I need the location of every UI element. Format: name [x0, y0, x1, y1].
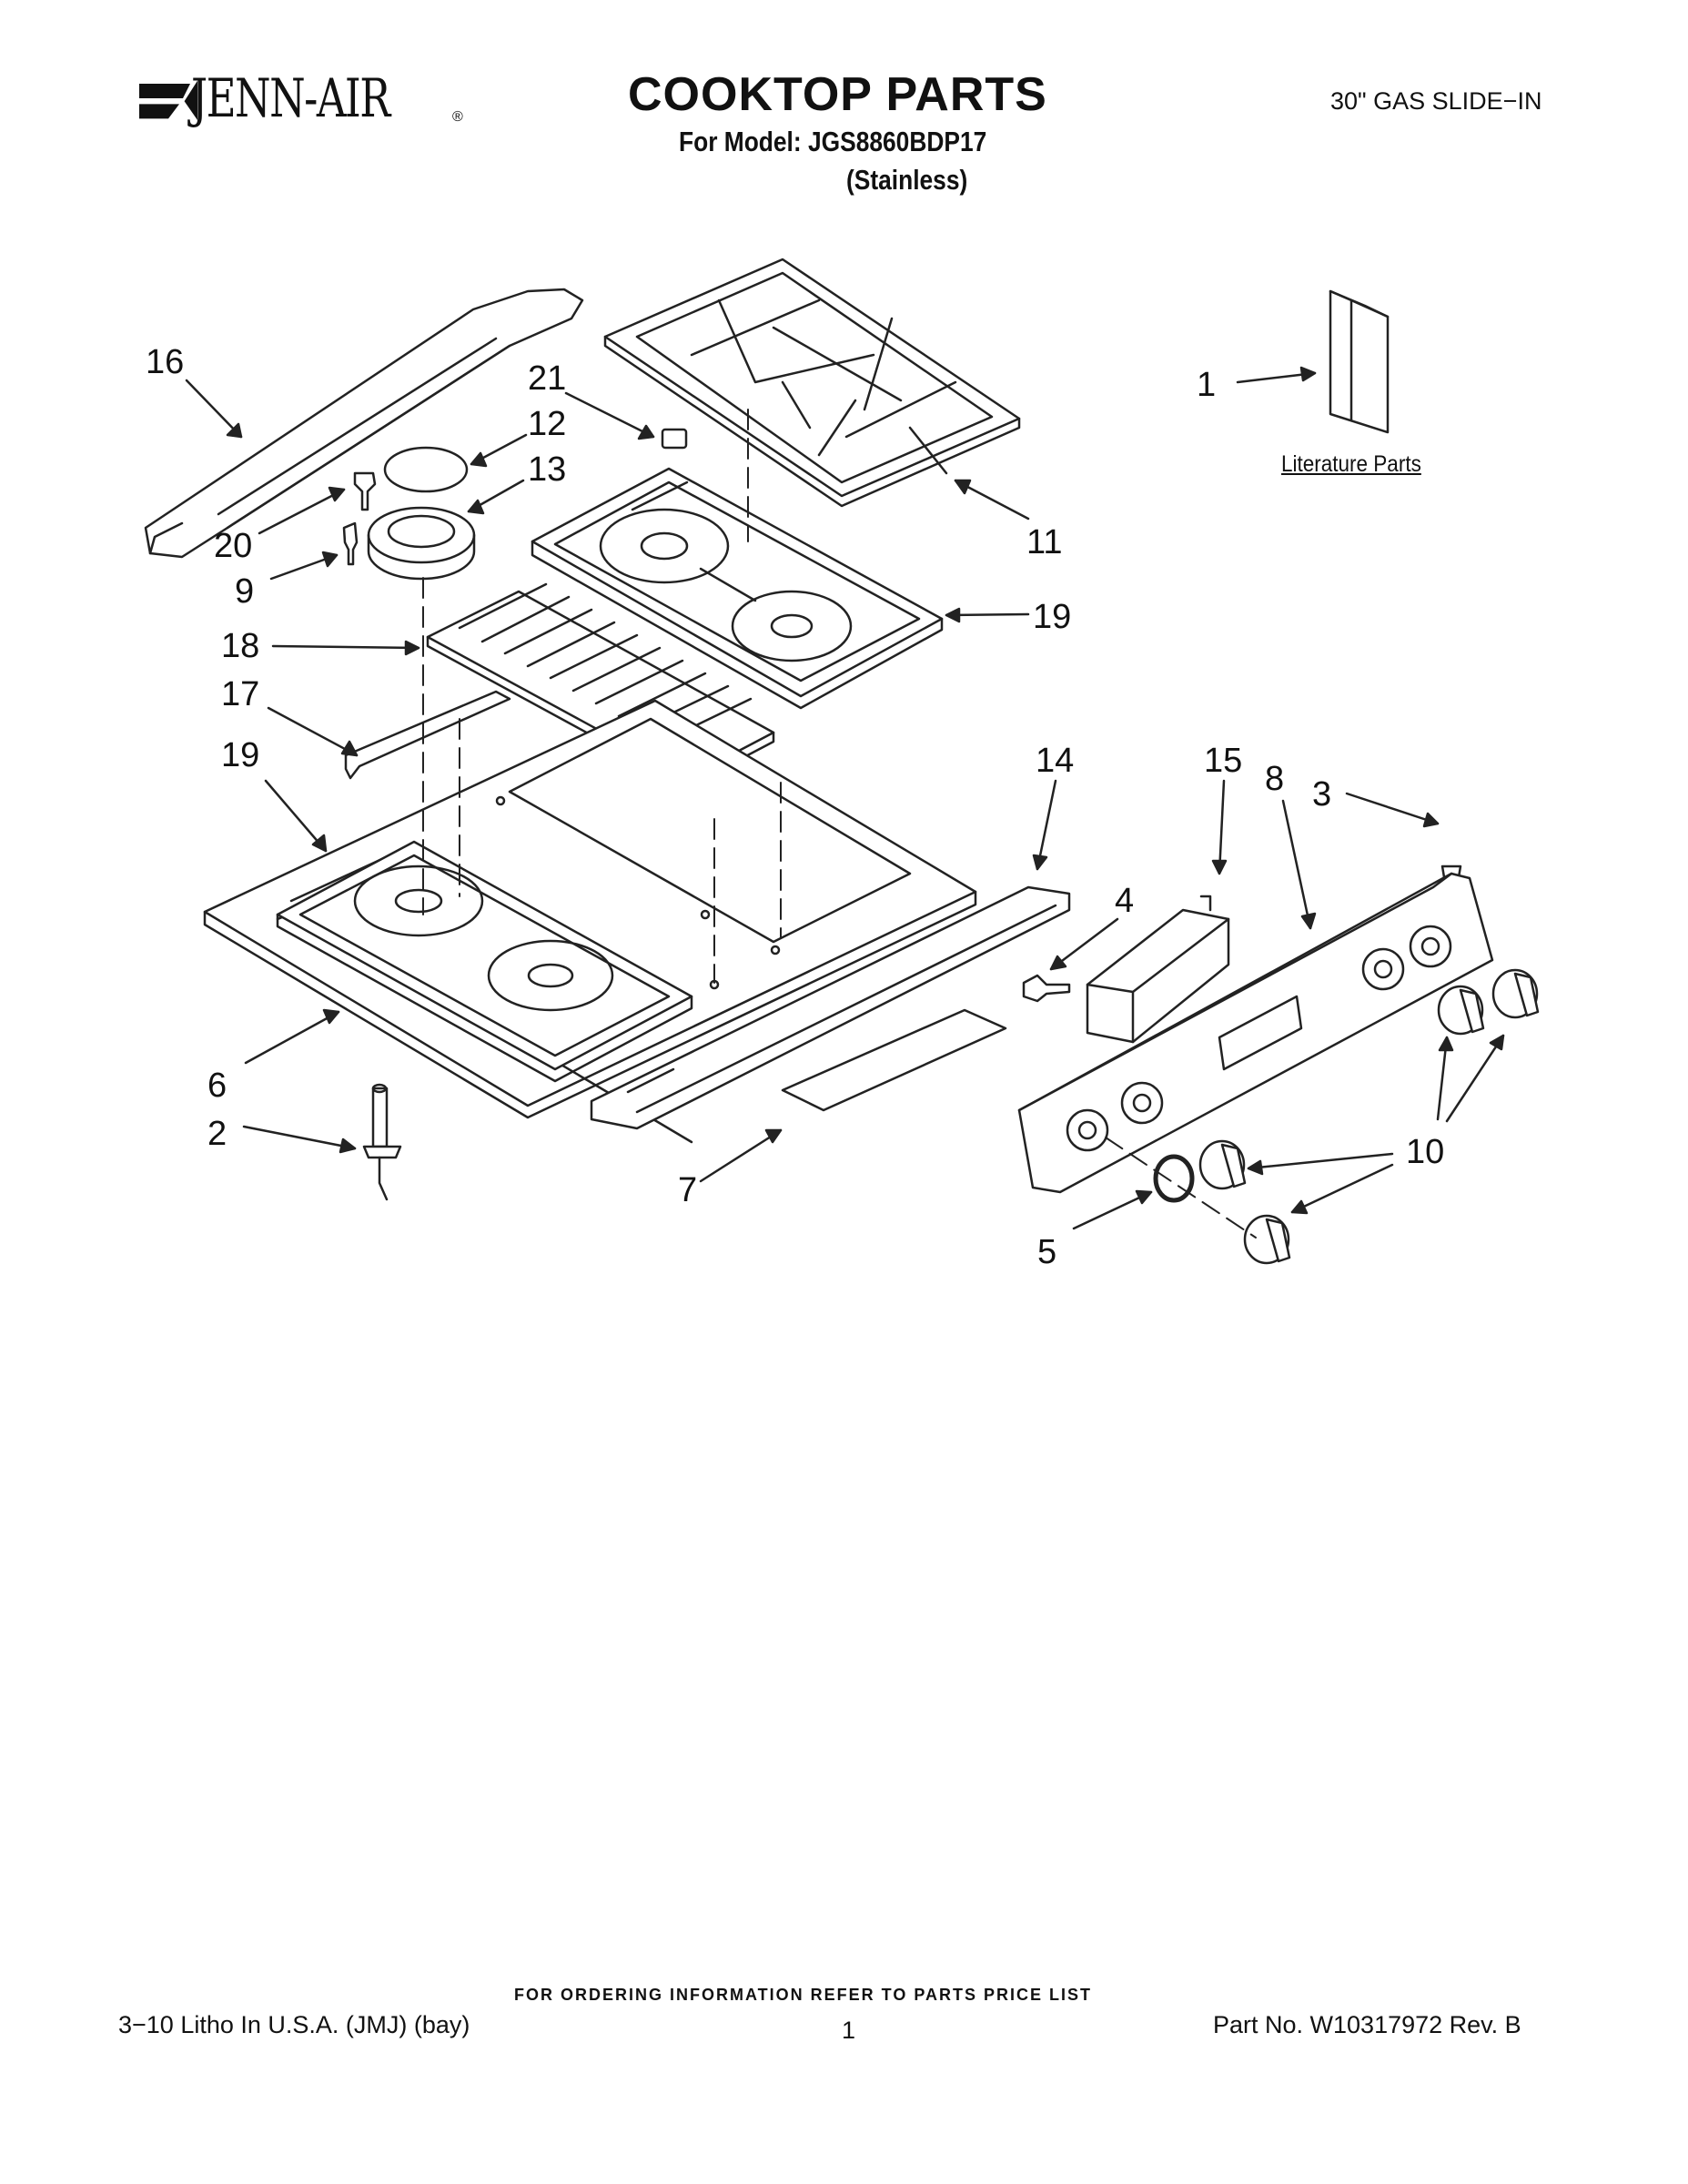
- part-knob: [1198, 968, 1540, 1265]
- part-igniter: [362, 1083, 402, 1201]
- part-rear-trim: [144, 288, 584, 559]
- callout-15: 15: [1204, 742, 1242, 780]
- page-title: COOKTOP PARTS: [628, 68, 1047, 121]
- callout-3: 3: [1312, 775, 1331, 814]
- brand-logo-icon: [139, 80, 197, 120]
- part-electrode-9: [342, 521, 359, 566]
- callout-6: 6: [207, 1067, 227, 1105]
- literature-parts-label: Literature Parts: [1281, 451, 1421, 477]
- part-bracket-17: [344, 690, 511, 780]
- brand-registered-mark: ®: [452, 109, 463, 125]
- part-control-panel: [1017, 872, 1494, 1194]
- callout-14: 14: [1036, 742, 1074, 780]
- callout-8: 8: [1265, 760, 1284, 798]
- callout-labels: 16 21 12 13 20 9 18 17 19 11 19 1 14 15 …: [146, 343, 1444, 1271]
- callout-17: 17: [221, 675, 259, 713]
- part-burner-cap: [383, 446, 469, 493]
- callout-5: 5: [1037, 1233, 1056, 1271]
- callout-19-lower: 19: [221, 736, 259, 774]
- model-number: For Model: JGS8860BDP17: [679, 126, 987, 157]
- part-burner-pan-upper: [531, 467, 944, 710]
- callout-10: 10: [1406, 1133, 1444, 1171]
- part-burner-pan-lower: [276, 840, 693, 1083]
- page-number: 1: [842, 2017, 856, 2044]
- part-heat-shield: [781, 1008, 1007, 1112]
- callout-9: 9: [235, 572, 254, 611]
- product-type: 30" GAS SLIDE−IN: [1330, 87, 1542, 115]
- callout-7: 7: [678, 1171, 697, 1209]
- callout-13: 13: [528, 450, 566, 489]
- litho-info: 3−10 Litho In U.S.A. (JMJ) (bay): [118, 2011, 470, 2038]
- model-finish: (Stainless): [846, 164, 968, 196]
- ordering-note: FOR ORDERING INFORMATION REFER TO PARTS …: [514, 1986, 1093, 2004]
- part-literature-book: [1329, 289, 1390, 434]
- callout-1: 1: [1197, 366, 1216, 404]
- part-screw-4: [1022, 974, 1071, 1003]
- callout-leader-lines: [185, 366, 1505, 1230]
- callout-19-upper: 19: [1033, 598, 1071, 636]
- callout-20: 20: [214, 527, 252, 565]
- callout-21: 21: [528, 359, 566, 398]
- callout-12: 12: [528, 405, 566, 443]
- part-burner-head: [367, 506, 476, 581]
- part-grate: [603, 258, 1021, 508]
- part-front-rail: [590, 885, 1071, 1130]
- callout-4: 4: [1115, 882, 1134, 920]
- part-number: Part No. W10317972 Rev. B: [1213, 2011, 1521, 2038]
- part-clip: [661, 428, 688, 450]
- callout-18: 18: [221, 627, 259, 665]
- callout-11: 11: [1026, 523, 1062, 561]
- part-control-board: [1086, 895, 1230, 1044]
- part-ring-seal: [1153, 1154, 1195, 1203]
- brand-name: JENN-AIR: [191, 67, 390, 129]
- part-screw-20: [353, 471, 377, 511]
- callout-16: 16: [146, 343, 184, 381]
- assembly-guide-lines: [422, 409, 1257, 1239]
- callout-2: 2: [207, 1115, 227, 1153]
